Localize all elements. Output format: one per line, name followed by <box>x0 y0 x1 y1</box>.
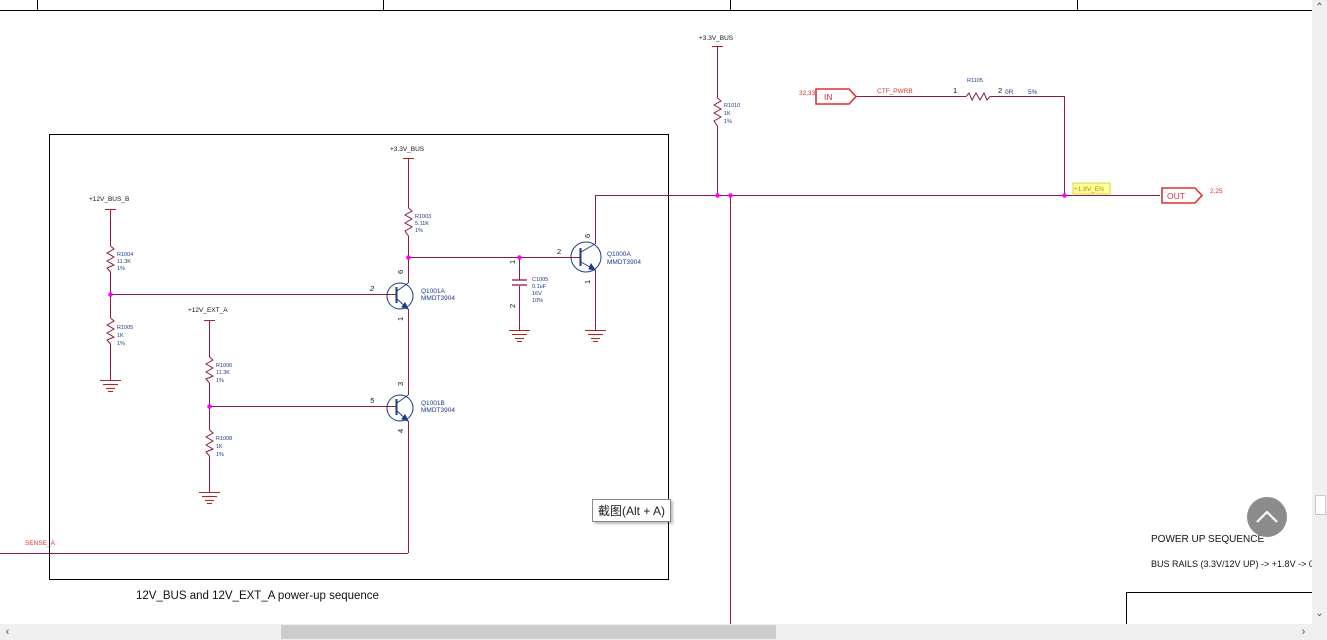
ground-icon <box>100 380 121 392</box>
screenshot-tooltip: 截图(Alt + A) <box>592 499 672 522</box>
transistor-q1001a <box>386 282 414 310</box>
q1000a-ref: Q1000A <box>607 251 632 258</box>
ground-icon <box>585 330 606 342</box>
r1005-value: 1K <box>117 333 124 339</box>
net-label-ctf: CTF_PWRB <box>877 88 913 95</box>
chevron-up-icon <box>1256 510 1278 523</box>
sheet-border <box>0 0 1312 11</box>
resistor-r1005 <box>105 317 116 345</box>
transistor-q1000a <box>570 241 602 273</box>
notes-box <box>1126 592 1312 624</box>
r1105-tol: 5% <box>1028 89 1038 96</box>
pin-number: 6 <box>396 270 405 274</box>
pin-number: 2 <box>508 304 517 308</box>
pin-number: 4 <box>396 429 405 433</box>
r1003-ref: R1003 <box>415 214 431 220</box>
r1010-value: 1K <box>724 111 731 117</box>
port-out-label[interactable]: OUT <box>1167 191 1185 201</box>
r1005-ref: R1005 <box>117 325 133 331</box>
pin-number: 1 <box>583 280 592 284</box>
vertical-scroll-thumb[interactable] <box>1315 495 1326 515</box>
c1005-ref: C1005 <box>532 277 548 283</box>
resistor-r1008 <box>204 429 215 457</box>
horizontal-scrollbar[interactable]: ‹ › <box>0 624 1312 640</box>
r1105-ref: R1105 <box>967 78 983 84</box>
net-highlight-en <box>1072 182 1111 195</box>
pin-number: 1 <box>396 317 405 321</box>
port-out-ref: 2,25 <box>1210 188 1223 195</box>
chevron-left-icon[interactable]: ‹ <box>5 626 10 638</box>
resistor-r1010 <box>712 97 723 127</box>
port-in-shape <box>815 88 858 105</box>
pin-number: 2 <box>369 284 375 293</box>
schematic-canvas[interactable]: +3.3V_BUS +3.3V_BUS +12V_BUS_B +12V_EXT_… <box>0 0 1312 624</box>
pin-number: 2 <box>998 86 1002 95</box>
r1008-tol: 1% <box>216 452 224 458</box>
net-label-en: +1.8V_EN <box>1074 186 1104 193</box>
r1010-tol: 1% <box>724 119 732 125</box>
net-label-12v-bus-b: +12V_BUS_B <box>89 196 129 203</box>
r1004-ref: R1004 <box>117 252 133 258</box>
notes-title: POWER UP SEQUENCE <box>1151 534 1265 545</box>
c1005-voltage: 16V <box>532 291 542 297</box>
box-caption: 12V_BUS and 12V_EXT_A power-up sequence <box>136 590 379 602</box>
resistor-r1004 <box>105 245 116 273</box>
power-rail-symbols <box>105 46 723 321</box>
c1005-tol: 10% <box>532 298 543 304</box>
power-sequence-box <box>49 134 669 580</box>
r1006-value: 11.3K <box>216 370 230 376</box>
net-label-3v3-inner: +3.3V_BUS <box>390 146 425 153</box>
chevron-right-icon[interactable]: › <box>1301 626 1306 638</box>
c1005-value: 0.1uF <box>532 284 547 290</box>
resistors <box>105 91 991 457</box>
chevron-down-icon[interactable]: ⌄ <box>1315 608 1324 619</box>
r1006-ref: R1006 <box>216 363 232 369</box>
r1003-tol: 1% <box>415 228 423 234</box>
port-in-label[interactable]: IN <box>824 92 833 102</box>
q1001a-ref: Q1001A <box>421 288 446 295</box>
back-to-top-button[interactable] <box>1247 497 1287 537</box>
net-label-12v-ext-a: +12V_EXT_A <box>188 307 228 314</box>
r1105-value: 0R <box>1005 89 1014 96</box>
resistor-r1003 <box>403 207 414 237</box>
pin-number: 1 <box>953 86 957 95</box>
pin-number: 2 <box>557 247 561 256</box>
r1008-ref: R1008 <box>216 436 232 442</box>
notes-line: BUS RAILS (3.3V/12V UP) -> +1.8V -> 0 <box>1151 559 1312 569</box>
ground-icon <box>509 330 530 342</box>
ground-icon <box>199 492 220 504</box>
port-in-ref: 32,33 <box>799 90 816 97</box>
port-out-shape <box>1161 187 1204 204</box>
net-label-sense: SENSE_A <box>25 540 56 547</box>
r1004-tol: 1% <box>117 266 125 272</box>
r1008-value: 1K <box>216 444 223 450</box>
r1006-tol: 1% <box>216 378 224 384</box>
net-label-3v3-top: +3.3V_BUS <box>699 35 734 42</box>
capacitor-c1005 <box>512 279 527 286</box>
pin-number: 5 <box>370 396 375 405</box>
r1005-tol: 1% <box>117 341 125 347</box>
q1001b-part: MMDT3904 <box>421 407 455 414</box>
resistor-r1105 <box>965 91 991 102</box>
q1001a-part: MMDT3904 <box>421 295 455 302</box>
resistor-r1006 <box>204 356 215 384</box>
r1003-value: 5.11K <box>415 221 429 227</box>
q1001b-ref: Q1001B <box>421 400 445 407</box>
r1010-ref: R1010 <box>724 103 740 109</box>
scrollbar-corner <box>1312 624 1327 640</box>
pin-number: 1 <box>508 260 517 264</box>
pin-number: 6 <box>583 234 592 238</box>
r1004-value: 11.3K <box>117 259 131 265</box>
ground-symbols <box>100 330 606 504</box>
q1000a-part: MMDT3904 <box>607 259 641 266</box>
transistor-q1001b <box>386 394 414 422</box>
horizontal-scroll-thumb[interactable] <box>281 625 776 639</box>
chevron-up-icon[interactable]: ⌃ <box>1315 2 1324 13</box>
vertical-scrollbar[interactable]: ⌃ ⌄ <box>1312 0 1327 624</box>
pin-number: 3 <box>396 382 405 386</box>
wires <box>0 47 1160 624</box>
junctions <box>108 193 1067 409</box>
